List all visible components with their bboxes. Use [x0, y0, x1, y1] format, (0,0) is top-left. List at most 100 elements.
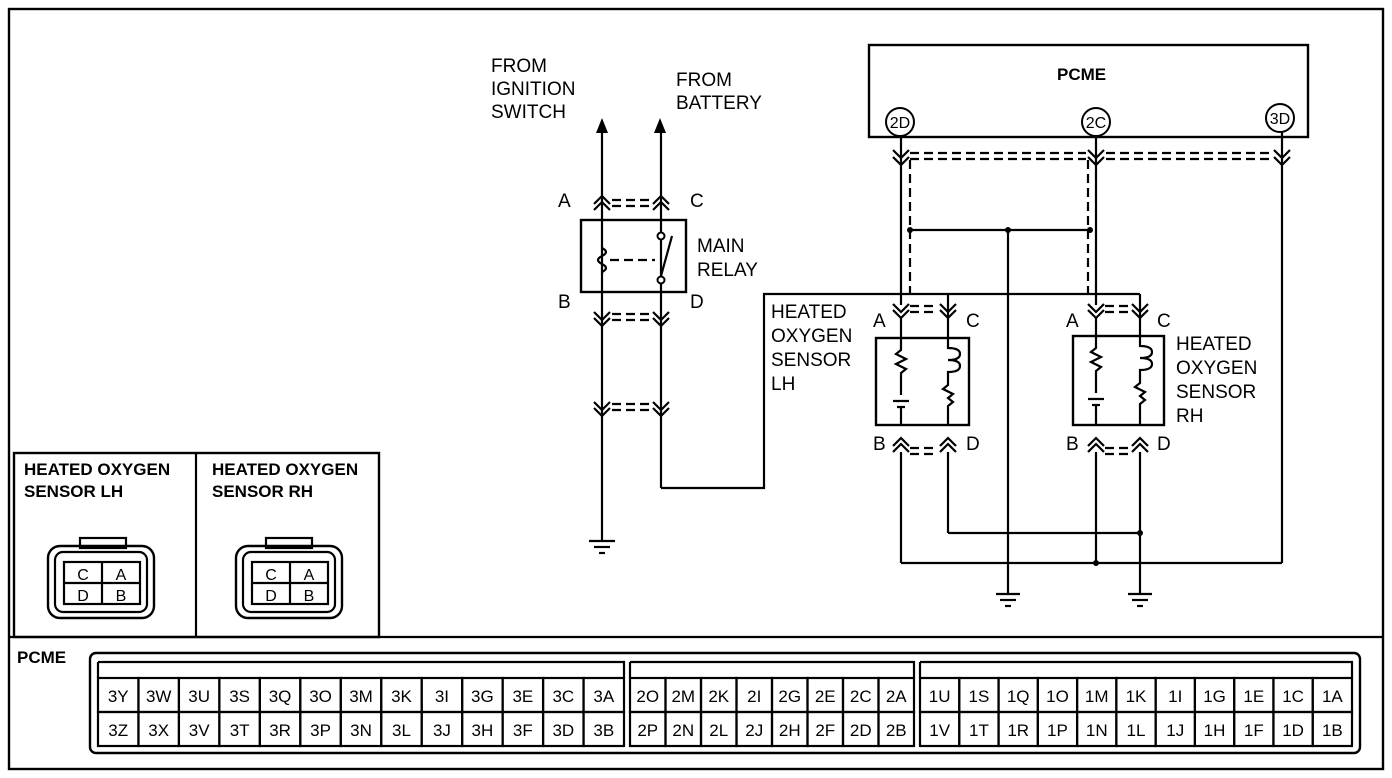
pcme-pin-2g: 2G — [778, 687, 801, 706]
pcme-block-3-outline — [918, 660, 1354, 678]
pcme-pin-cell — [582, 710, 626, 748]
relay-d-connector-icon — [652, 311, 670, 328]
pcme-block-2-outline — [628, 660, 916, 678]
rh-b-connector-icon — [1087, 436, 1105, 453]
relay-contact-bottom — [656, 275, 666, 285]
pcme-pin-3x: 3X — [148, 721, 169, 740]
connector-rh-title-2: SENSOR RH — [212, 482, 313, 501]
relay-pin-b: B — [558, 292, 571, 313]
rh-pin-c: C — [1157, 311, 1171, 332]
pcme-pin-1i: 1I — [1168, 687, 1182, 706]
relay-contact-top — [656, 231, 666, 241]
pcme-pin-3y: 3Y — [108, 687, 129, 706]
rh-sensor-cell-icon — [1088, 397, 1104, 407]
pcme-pin-1v: 1V — [929, 721, 950, 740]
connector-lh-title-2: SENSOR LH — [24, 482, 123, 501]
pcme-pin-1e: 1E — [1243, 687, 1264, 706]
pcme-connector-housing — [88, 651, 1362, 755]
rh-heater-element-icon — [1132, 336, 1154, 425]
pcme-pin-2p: 2P — [637, 721, 658, 740]
lh-pin-b: B — [873, 434, 886, 455]
pcme-pin-3s: 3S — [229, 687, 250, 706]
rh-a-connector-icon — [1087, 303, 1105, 320]
pcme-pin-2c: 2C — [850, 687, 872, 706]
lh-pin-a: A — [873, 311, 886, 332]
pcme-pin-3p: 3P — [310, 721, 331, 740]
pcme-pin-2m: 2M — [671, 687, 695, 706]
from-battery-label: FROM BATTERY — [676, 70, 762, 114]
sensor-rh-label-1: HEATED — [1176, 334, 1252, 355]
lh-top-connector-dash — [910, 304, 938, 314]
shield-node-left — [907, 227, 913, 233]
sensor-rh-label-3: SENSOR — [1176, 382, 1256, 403]
relay-pin-a: A — [558, 191, 571, 212]
pcme-pin-3e: 3E — [512, 687, 533, 706]
relay-a-connector-icon — [593, 194, 611, 211]
connector-rh-title-1: HEATED OXYGEN — [212, 460, 358, 479]
pcme-pin-cell — [877, 710, 916, 748]
pcme-connector-dash — [910, 151, 1272, 161]
rh-sensor-resistor-icon — [1088, 336, 1104, 393]
sensor-lh-box — [874, 336, 971, 427]
pcme-pin-3i: 3I — [435, 687, 449, 706]
pcme-terminal-3d — [1265, 103, 1295, 133]
connector-lh-title-1: HEATED OXYGEN — [24, 460, 170, 479]
shield-node-right — [1087, 227, 1093, 233]
lh-b-connector-icon — [892, 436, 910, 453]
pcme-pin-3v: 3V — [189, 721, 210, 740]
pcme-pin-3q: 3Q — [269, 687, 292, 706]
diagram-frame — [7, 7, 1385, 771]
pcme-pin-2h: 2H — [779, 721, 801, 740]
pcme-pin-3d: 3D — [552, 721, 574, 740]
rh-bottom-connector-dash — [1105, 446, 1130, 456]
lh-sensor-cell-icon — [893, 399, 909, 409]
pcme-pin-2i: 2I — [747, 687, 761, 706]
relay-pin-d: D — [690, 292, 704, 313]
connector-lh-pin-c: C — [77, 567, 89, 584]
pcme-pin-3k: 3K — [391, 687, 412, 706]
pcme-pin-3h: 3H — [472, 721, 494, 740]
connector-lh-pin-a: A — [116, 567, 127, 584]
pcme-pin-3o: 3O — [309, 687, 332, 706]
pcme-pin-3n: 3N — [350, 721, 372, 740]
pcme-pin-2j: 2J — [745, 721, 763, 740]
pcme-pin-3a: 3A — [593, 687, 614, 706]
pcme-connector-label: PCME — [17, 648, 66, 667]
pcme-pin-3u: 3U — [188, 687, 210, 706]
pcme-pin-1g: 1G — [1203, 687, 1226, 706]
lh-pin-d: D — [966, 434, 980, 455]
pcme-pin-1j: 1J — [1166, 721, 1184, 740]
relay-to-heater-wire — [661, 292, 948, 490]
pcme-pin-1s: 1S — [969, 687, 990, 706]
connector-rh-pin-b: B — [304, 588, 315, 605]
pcme-pin-3r: 3R — [269, 721, 291, 740]
rh-pin-b: B — [1066, 434, 1079, 455]
pcme-pin-3l: 3L — [392, 721, 411, 740]
pcme-pin-1a: 1A — [1322, 687, 1343, 706]
relay-b-connector-icon — [593, 311, 611, 328]
pcme-pin-3b: 3B — [593, 721, 614, 740]
pcme-pin-1h: 1H — [1204, 721, 1226, 740]
lh-a-connector-icon — [892, 303, 910, 320]
pcme-pin-3t: 3T — [230, 721, 250, 740]
pcme-pin-cell — [1311, 710, 1354, 748]
relay-top-connector-dash — [612, 198, 650, 208]
pcme-pin-3z: 3Z — [108, 721, 128, 740]
pcme-pin-1m: 1M — [1085, 687, 1109, 706]
pcme-pin-2b: 2B — [886, 721, 907, 740]
relay-ground-icon — [589, 539, 615, 555]
pcme-pin-2a: 2A — [886, 687, 907, 706]
pcme-pin-1n: 1N — [1086, 721, 1108, 740]
main-relay-label-2: RELAY — [697, 260, 758, 281]
pcme-pin-1c: 1C — [1282, 687, 1304, 706]
rh-pin-d: D — [1157, 434, 1171, 455]
pcme-pin-1b: 1B — [1322, 721, 1343, 740]
sensor-lh-label-3: SENSOR — [771, 350, 851, 371]
connector-rh-pin-d: D — [265, 588, 277, 605]
rh-d-connector-icon — [1131, 436, 1149, 453]
pcme-pin-3w: 3W — [146, 687, 172, 706]
pcme-pin-1o: 1O — [1046, 687, 1069, 706]
from-battery-line2: BATTERY — [676, 93, 762, 114]
